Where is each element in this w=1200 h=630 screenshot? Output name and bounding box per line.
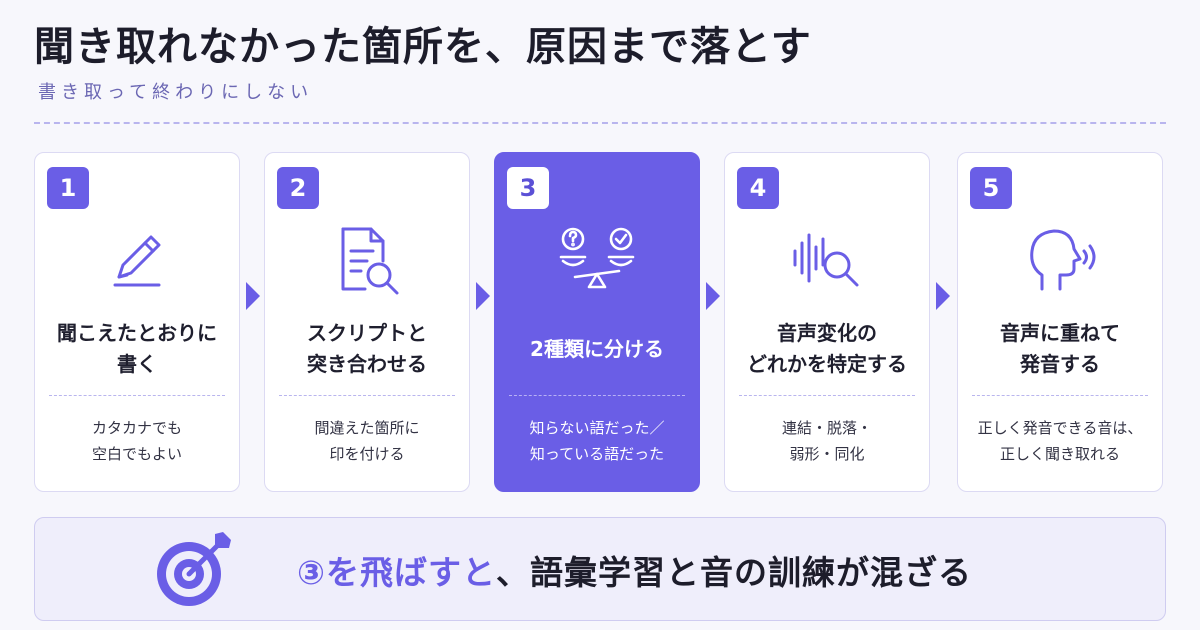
step-heading: 音声に重ねて 発音する [1000,321,1120,376]
page-title: 聞き取れなかった箇所を、原因まで落とす [34,24,812,70]
step-number-badge: 3 [507,167,549,209]
step-arrow [936,282,950,310]
step-description: 間違えた箇所に 印を付ける [314,418,420,463]
balance-scale-icon [559,227,635,289]
warning-banner: ③を飛ばすと、語彙学習と音の訓練が混ざる [34,517,1166,621]
step-number-badge: 4 [737,167,779,209]
step-heading: 聞こえたとおりに 書く [57,321,217,376]
step-description: 知らない語だった／ 知っている語だった [529,418,665,463]
step-card-2: 2 スクリプトと 突き合わせる 間違えた箇所に 印を付ける [264,152,470,492]
banner-text: 、語彙学習と音の訓練が混ざる [495,553,972,592]
step-arrow [706,282,720,310]
step-card-5: 5 音声に重ねて 発音する 正しく発音できる音は、 正しく聞き取れる [957,152,1163,492]
step-heading: 音声変化の どれかを特定する [747,321,907,376]
pencil-icon [113,235,161,287]
step-heading: スクリプトと 突き合わせる [307,321,427,376]
step-separator [509,395,685,396]
step-number-badge: 5 [970,167,1012,209]
step-separator [972,395,1148,396]
title-divider [34,122,1166,124]
step-description: 正しく発音できる音は、 正しく聞き取れる [977,418,1143,463]
document-search-icon [341,227,399,295]
speaking-head-icon [1030,229,1096,291]
step-arrow [476,282,490,310]
target-arrow-icon [157,532,231,606]
step-number-badge: 2 [277,167,319,209]
soundwave-search-icon [793,233,859,287]
step-card-4: 4 音声変化の どれかを特定する 連結・脱落・ 弱形・同化 [724,152,930,492]
step-separator [739,395,915,396]
step-card-1: 1 聞こえたとおりに 書く カタカナでも 空白でもよい [34,152,240,492]
page-subtitle: 書き取って終わりにしない [38,82,314,103]
step-description: 連結・脱落・ 弱形・同化 [781,418,872,463]
step-arrow [246,282,260,310]
banner-accent-text: ③を飛ばすと [297,553,496,592]
step-heading: 2種類に分ける [530,336,664,361]
step-card-3: 3 2種類に分ける 知らない語だった／ 知っている語だった [494,152,700,492]
step-number-badge: 1 [47,167,89,209]
step-separator [279,395,455,396]
step-separator [49,395,225,396]
step-description: カタカナでも 空白でもよい [91,418,182,463]
